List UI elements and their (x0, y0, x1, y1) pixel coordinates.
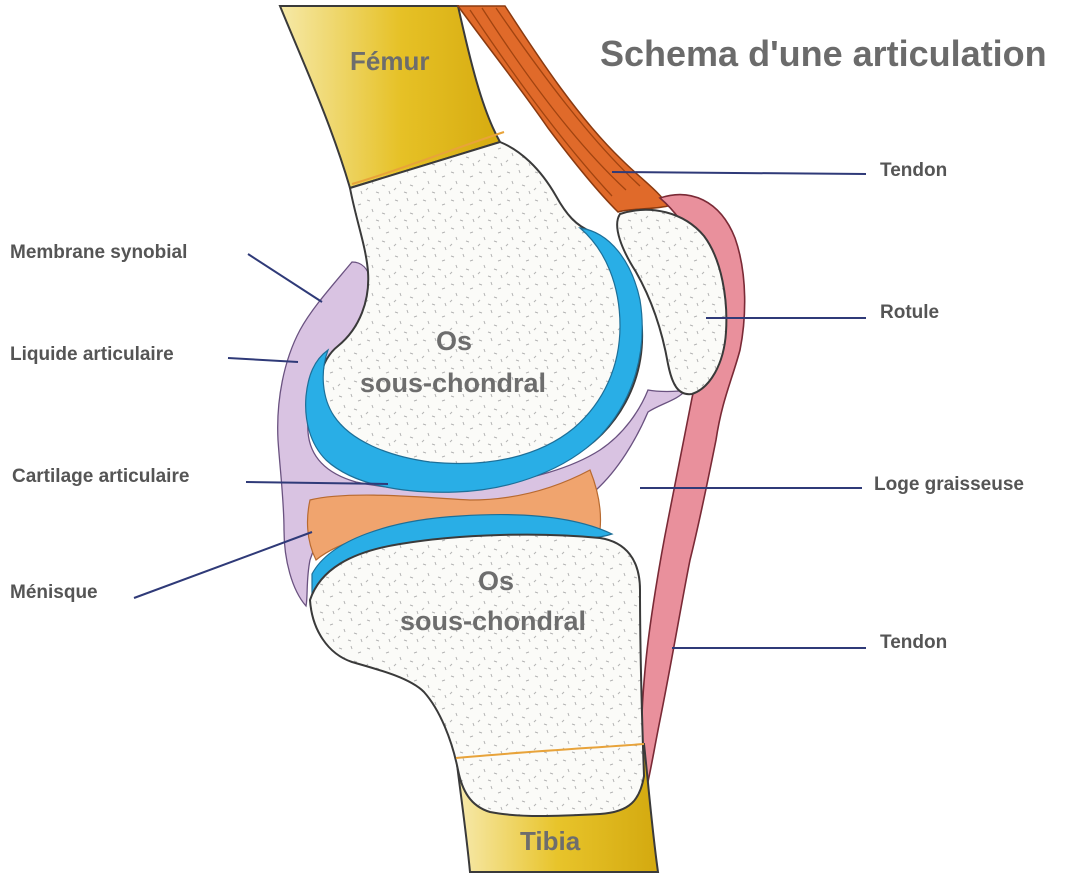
diagram-title: Schema d'une articulation (600, 33, 1047, 74)
leader-membrane (248, 254, 322, 302)
tibia-label: Tibia (520, 826, 581, 856)
leader-tendon-top (612, 172, 866, 174)
label-membrane-synobial: Membrane synobial (10, 242, 187, 263)
upper-os-label-line2: sous-chondral (360, 368, 546, 398)
upper-os-label-line1: Os (436, 326, 472, 356)
label-tendon-bottom: Tendon (880, 632, 947, 653)
leader-menisque (134, 532, 312, 598)
label-menisque: Ménisque (10, 582, 98, 603)
label-loge-graisseuse: Loge graisseuse (874, 474, 1024, 495)
label-liquide-articulaire: Liquide articulaire (10, 344, 174, 365)
lower-os-label-line2: sous-chondral (400, 606, 586, 636)
lower-os-label-line1: Os (478, 566, 514, 596)
label-cartilage-articulaire: Cartilage articulaire (12, 466, 189, 487)
label-rotule: Rotule (880, 302, 939, 323)
femur-label: Fémur (350, 46, 429, 76)
label-tendon-top: Tendon (880, 160, 947, 181)
tibia-head (310, 535, 644, 816)
